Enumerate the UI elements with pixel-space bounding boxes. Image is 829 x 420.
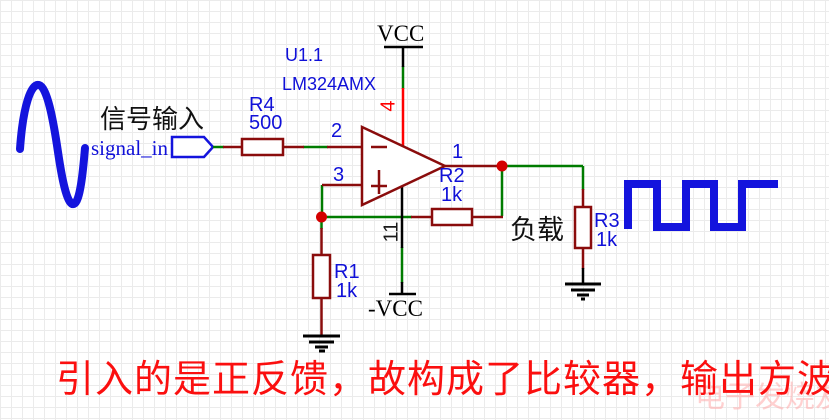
dark-red-wires — [223, 145, 585, 335]
opamp-designator: U1.1 — [285, 45, 324, 65]
signal-input-label: 信号输入 — [100, 104, 205, 134]
pin-11-number: 11 — [380, 221, 403, 243]
caption-text: 引入的是正反馈，故构成了比较器，输出方波 — [56, 359, 829, 401]
resistor-r2-body — [430, 207, 474, 227]
opamp-part-number: LM324AMX — [282, 74, 377, 94]
resistor-r4-body — [240, 137, 285, 157]
pin-2-number: 2 — [331, 120, 343, 142]
square-wave-icon — [624, 180, 778, 231]
r2-ref: R2 — [439, 165, 465, 187]
watermark: 电子发烧友 — [695, 381, 829, 414]
resistor-r3-body — [573, 205, 593, 250]
opamp-symbol — [360, 125, 448, 207]
signal-port-icon — [170, 135, 215, 159]
vcc-label: VCC — [377, 21, 425, 46]
r3-value: 1k — [596, 229, 618, 251]
black-wires — [384, 45, 585, 296]
resistor-r1-body — [311, 253, 332, 300]
green-wires — [213, 66, 585, 283]
sine-wave-icon — [16, 81, 89, 208]
junction-dot — [496, 160, 508, 172]
pin-3-number: 3 — [333, 164, 345, 186]
ground-icon — [565, 282, 601, 301]
r4-value: 500 — [249, 112, 283, 134]
pin-4-number: 4 — [377, 100, 400, 112]
junction-dot — [316, 211, 327, 223]
r2-value: 1k — [441, 184, 463, 206]
ground-icon — [303, 334, 340, 353]
r1-value: 1k — [336, 280, 358, 302]
r3-ref: R3 — [594, 210, 620, 232]
r1-ref: R1 — [334, 261, 360, 283]
signal-net-name: signal_in — [91, 136, 168, 160]
r4-ref: R4 — [249, 94, 275, 116]
load-label: 负载 — [510, 215, 564, 245]
neg-vcc-label: -VCC — [368, 296, 423, 321]
pin-1-number: 1 — [452, 141, 464, 163]
